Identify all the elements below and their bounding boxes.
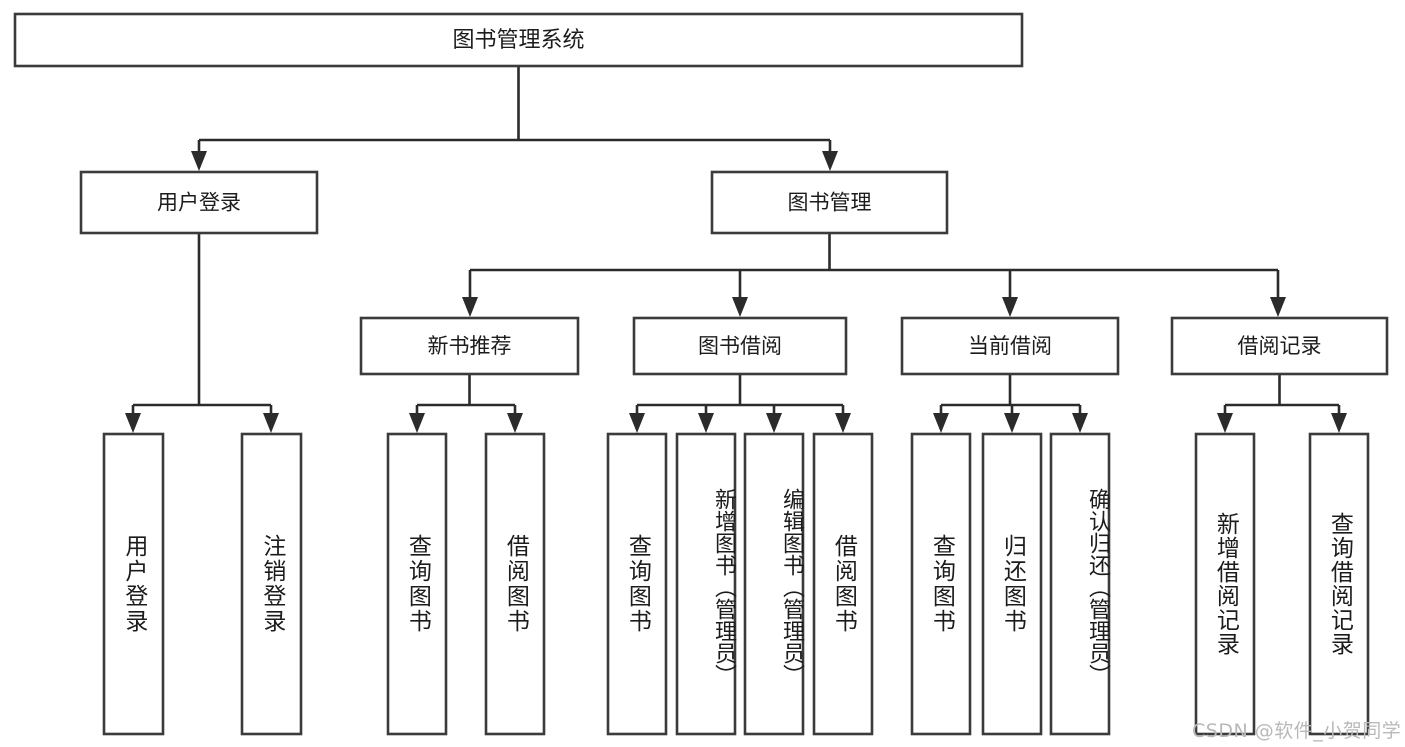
leaf-node-leaf-query-book-current[interactable]	[910, 432, 972, 736]
node-label: 用户登录	[157, 191, 241, 215]
arrow-head-icon	[732, 297, 748, 317]
node-label: 当前借阅	[968, 334, 1052, 358]
arrow-head-icon	[629, 413, 645, 433]
arrow-head-icon	[462, 297, 478, 317]
node-box[interactable]	[240, 432, 303, 736]
level1-node-user-login[interactable]: 用户登录	[79, 170, 319, 235]
node-label: 新书推荐	[428, 334, 512, 358]
leaf-node-leaf-edit-book-admin[interactable]	[743, 432, 805, 736]
leaf-node-leaf-user-logout[interactable]	[240, 432, 303, 736]
arrow-head-icon	[822, 151, 838, 171]
arrow-head-icon	[125, 413, 141, 433]
csdn-watermark: CSDN @软件_小贺同学	[1192, 720, 1402, 742]
leaf-node-leaf-query-book-recommend[interactable]	[386, 432, 448, 736]
connector-group-book-borrow	[629, 374, 851, 433]
node-label: 借阅记录	[1238, 334, 1322, 358]
level1-node-book-manage[interactable]: 图书管理	[710, 170, 949, 235]
node-box[interactable]	[900, 316, 1120, 376]
connector-group-root	[191, 66, 838, 171]
leaf-node-leaf-query-borrow-record[interactable]	[1308, 432, 1370, 736]
arrow-head-icon	[933, 413, 949, 433]
level2-node-borrow-record[interactable]: 借阅记录	[1170, 316, 1389, 376]
root-node-root[interactable]: 图书管理系统	[13, 12, 1024, 68]
node-box[interactable]	[386, 432, 448, 736]
node-box[interactable]	[675, 432, 737, 736]
node-box[interactable]	[910, 432, 972, 736]
node-box[interactable]	[1308, 432, 1370, 736]
arrow-head-icon	[1217, 413, 1233, 433]
leaf-node-leaf-return-book[interactable]	[981, 432, 1043, 736]
node-box[interactable]	[743, 432, 805, 736]
node-box[interactable]	[1170, 316, 1389, 376]
leaf-node-leaf-user-login[interactable]	[102, 432, 165, 736]
node-box[interactable]	[1194, 432, 1256, 736]
node-box[interactable]	[632, 316, 848, 376]
arrow-head-icon	[409, 413, 425, 433]
arrow-head-icon	[1002, 297, 1018, 317]
node-box[interactable]	[710, 170, 949, 235]
leaf-node-leaf-borrow-book-recommend[interactable]	[484, 432, 546, 736]
node-label: 图书管理系统	[452, 28, 584, 53]
node-label: 图书管理	[788, 191, 872, 215]
node-box[interactable]	[484, 432, 546, 736]
node-box[interactable]	[981, 432, 1043, 736]
level2-node-current-borrow[interactable]: 当前借阅	[900, 316, 1120, 376]
node-box[interactable]	[102, 432, 165, 736]
arrow-head-icon	[507, 413, 523, 433]
node-box[interactable]	[606, 432, 668, 736]
arrow-head-icon	[766, 413, 782, 433]
arrow-head-icon	[1004, 413, 1020, 433]
connector-group-borrow-record	[1217, 374, 1347, 433]
connector-layer	[125, 66, 1347, 433]
arrow-head-icon	[1270, 297, 1286, 317]
arrow-head-icon	[835, 413, 851, 433]
arrow-head-icon	[698, 413, 714, 433]
leaf-node-leaf-add-book-admin[interactable]	[675, 432, 737, 736]
connector-group-user-login	[125, 233, 279, 433]
leaf-node-leaf-confirm-return-admin[interactable]	[1049, 432, 1111, 736]
arrow-head-icon	[191, 151, 207, 171]
node-box[interactable]	[13, 12, 1024, 68]
leaf-node-leaf-add-borrow-record[interactable]	[1194, 432, 1256, 736]
node-box[interactable]	[812, 432, 874, 736]
connector-group-book-manage	[462, 233, 1286, 317]
node-label: 图书借阅	[698, 334, 782, 358]
arrow-head-icon	[1331, 413, 1347, 433]
node-box[interactable]	[359, 316, 580, 376]
node-box[interactable]	[79, 170, 319, 235]
arrow-head-icon	[1072, 413, 1088, 433]
node-box[interactable]	[1049, 432, 1111, 736]
leaf-node-leaf-borrow-book[interactable]	[812, 432, 874, 736]
connector-group-new-book-recommend	[409, 374, 523, 433]
arrow-head-icon	[263, 413, 279, 433]
level2-node-new-book-recommend[interactable]: 新书推荐	[359, 316, 580, 376]
connector-group-current-borrow	[933, 374, 1088, 433]
level2-node-book-borrow[interactable]: 图书借阅	[632, 316, 848, 376]
leaf-node-leaf-query-book-borrow[interactable]	[606, 432, 668, 736]
